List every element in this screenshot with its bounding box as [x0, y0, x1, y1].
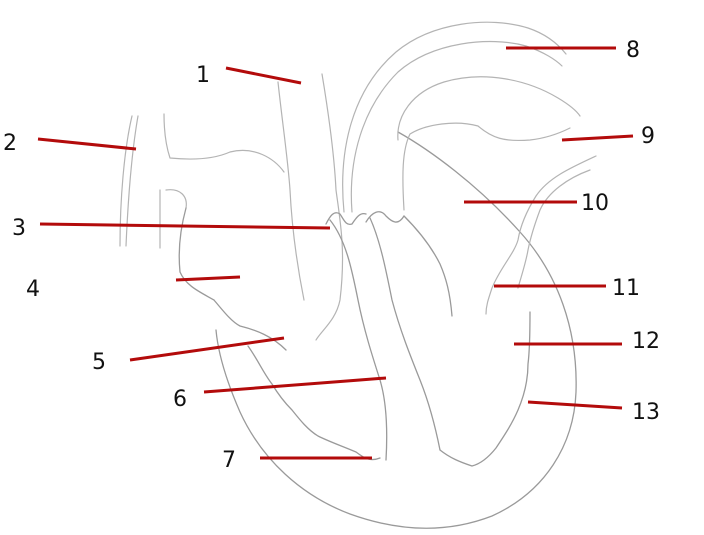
label-10: 10	[581, 191, 609, 216]
label-1: 1	[196, 63, 210, 88]
leader-line-6	[203, 376, 387, 394]
pulmonary-vein-left-a	[119, 115, 133, 247]
leader-line-2	[37, 137, 137, 151]
right-atrium-wall	[178, 207, 287, 351]
label-4: 4	[26, 277, 40, 302]
leader-line-9	[561, 134, 634, 142]
pulmonary-trunk-outer	[397, 76, 581, 141]
left-atrium-vein-lower	[517, 169, 591, 289]
label-9: 9	[641, 124, 655, 149]
label-2: 2	[3, 131, 17, 156]
label-3: 3	[12, 216, 26, 241]
leader-line-4	[175, 275, 241, 282]
leader-line-13	[527, 400, 623, 410]
label-6: 6	[173, 387, 187, 412]
label-12: 12	[632, 329, 660, 354]
label-5: 5	[92, 350, 106, 375]
leader-line-1	[225, 66, 302, 85]
leader-line-5	[129, 336, 285, 362]
left-ventricle-trabeculae	[439, 311, 531, 467]
label-7: 7	[222, 448, 236, 473]
right-ventricle-trabeculae	[247, 345, 381, 461]
left-atrium-vein-upper	[485, 155, 597, 315]
leader-line-3	[39, 222, 331, 230]
mitral-valve-leaflet	[403, 215, 453, 317]
superior-vena-cava-left	[277, 81, 305, 301]
superior-vena-cava-right	[315, 73, 344, 341]
number-labels: 1 2 3 4 5 6 7 8 9 10 11 12 13	[3, 38, 660, 473]
aortic-valve-cusps	[365, 211, 405, 223]
septum-left-edge	[329, 219, 388, 461]
heart-outer-wall	[215, 131, 577, 529]
heart-outline	[119, 21, 597, 529]
pulmonary-valve-cusps	[325, 212, 367, 226]
label-11: 11	[612, 276, 640, 301]
vessel-branch-upper	[163, 113, 285, 173]
vessel-branch-lower	[159, 189, 187, 249]
septum-right-edge	[369, 217, 441, 451]
pulmonary-vein-left-b	[125, 115, 139, 247]
label-8: 8	[626, 38, 640, 63]
aortic-arch-inner	[350, 41, 563, 213]
leader-lines	[37, 46, 634, 460]
label-13: 13	[632, 400, 660, 425]
aortic-arch-outer	[342, 21, 567, 213]
pulmonary-trunk-inner	[402, 122, 571, 211]
